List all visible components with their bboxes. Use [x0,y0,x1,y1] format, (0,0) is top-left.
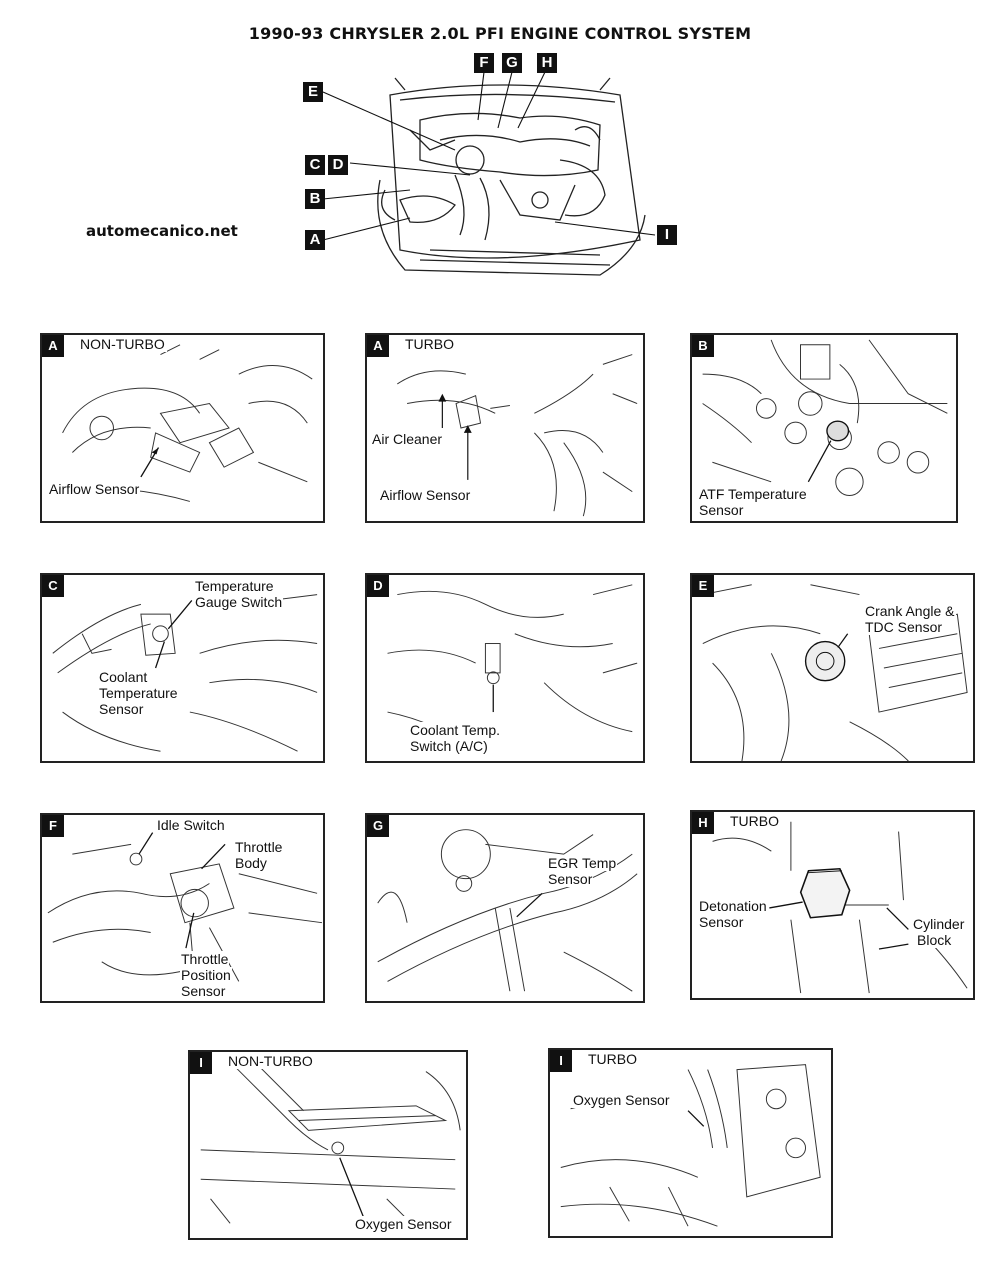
label-position: Position [180,967,232,983]
panel-letter: D [367,575,389,597]
label-sensor: Sensor [547,871,594,887]
label-block: Block [916,932,953,948]
detonation-sensor-illustration [712,821,968,994]
panel-caption: NON-TURBO [78,336,167,352]
site-watermark: automecanico.net [86,222,238,240]
label-gauge-switch: Gauge Switch [194,594,284,610]
engine-bay-illustration [322,71,656,276]
panel-b: B ATF Temperature Sensor [690,333,958,523]
label-sensor: Sensor [98,701,145,717]
panel-letter: I [550,1050,572,1072]
panel-caption: NON-TURBO [226,1053,315,1069]
panel-g: G EGR Temp Sensor [365,813,645,1003]
panel-letter: C [42,575,64,597]
label-oxygen-sensor: Oxygen Sensor [572,1092,671,1108]
label-sensor: Sensor [180,983,227,999]
label-airflow-sensor: Airflow Sensor [379,487,472,503]
label-sensor: Sensor [698,502,745,518]
label-sensor: Sensor [698,914,745,930]
crank-angle-sensor-illustration [702,584,968,761]
panel-c: C Temperature Gauge Switch Coolant Tempe… [40,573,325,763]
label-coolant-temp: Coolant Temp. [409,722,502,738]
egr-temp-sensor-illustration [377,829,638,992]
oxygen-sensor-nonturbo-illustration [200,1056,461,1229]
panel-letter: I [190,1052,212,1074]
hero-label-a: A [305,230,325,250]
hero-label-c: C [305,155,325,175]
hero-label-d: D [328,155,348,175]
label-cylinder: Cylinder [912,916,966,932]
label-atf-temperature: ATF Temperature [698,486,808,502]
panel-i-turbo: I TURBO Oxygen Sensor [548,1048,833,1238]
label-oxygen-sensor: Oxygen Sensor [354,1216,453,1232]
panel-caption: TURBO [403,336,456,352]
label-airflow-sensor: Airflow Sensor [48,481,141,497]
panel-letter: H [692,812,714,834]
panel-d: D Coolant Temp. Switch (A/C) [365,573,645,763]
panel-letter: B [692,335,714,357]
coolant-temp-switch-illustration [387,584,638,752]
label-air-cleaner: Air Cleaner [371,431,444,447]
airflow-sensor-turbo-illustration [397,354,638,517]
coolant-temperature-sensor-illustration [52,594,318,752]
label-throttle-2: Throttle [180,951,230,967]
label-body: Body [234,855,268,871]
label-egr-temp: EGR Temp [547,855,618,871]
panel-caption: TURBO [586,1051,639,1067]
panel-h: H TURBO Detonation Sensor Cylinder Block [690,810,975,1000]
label-tdc-sensor: TDC Sensor [864,619,944,635]
hero-label-g: G [502,53,522,73]
panel-i-nonturbo: I NON-TURBO Oxygen Sensor [188,1050,468,1240]
panel-a-turbo: A TURBO Air Cleaner Airflow Sensor [365,333,645,523]
hero-label-f: F [474,53,494,73]
hero-label-b: B [305,189,325,209]
label-crank-angle: Crank Angle & [864,603,956,619]
throttle-body-illustration [47,832,323,982]
hero-label-i: I [657,225,677,245]
oxygen-sensor-turbo-illustration [560,1064,821,1227]
panel-letter: E [692,575,714,597]
panel-a-nonturbo: A NON-TURBO Airflow Sensor [40,333,325,523]
panel-letter: A [367,335,389,357]
panel-letter: A [42,335,64,357]
atf-temperature-sensor-illustration [702,339,948,497]
label-temperature-2: Temperature [98,685,179,701]
label-throttle: Throttle [234,839,284,855]
label-coolant: Coolant [98,669,149,685]
panel-e: E Crank Angle & TDC Sensor [690,573,975,763]
label-idle-switch: Idle Switch [156,817,226,833]
page-title: 1990-93 CHRYSLER 2.0L PFI ENGINE CONTROL… [248,24,752,43]
label-switch-ac: Switch (A/C) [409,738,489,754]
label-detonation: Detonation [698,898,768,914]
panel-letter: F [42,815,64,837]
hero-label-e: E [303,82,323,102]
panel-f: F Idle Switch Throttle Body Throttle Pos… [40,813,325,1003]
label-temperature: Temperature [194,578,275,594]
panel-letter: G [367,815,389,837]
panel-caption: TURBO [728,813,781,829]
hero-label-h: H [537,53,557,73]
